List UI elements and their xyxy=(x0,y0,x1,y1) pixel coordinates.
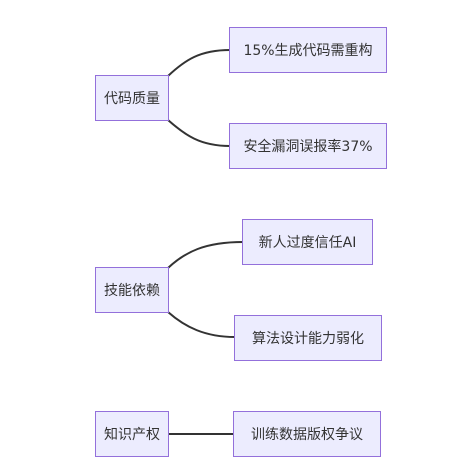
edge-skill-dependency-to-algorithm xyxy=(167,311,236,338)
child-node-algorithm: 算法设计能力弱化 xyxy=(234,315,382,361)
child-node-false-positive: 安全漏洞误报率37% xyxy=(229,123,387,169)
child-node-refactor: 15%生成代码需重构 xyxy=(229,27,387,73)
child-node-overtrust: 新人过度信任AI xyxy=(242,219,373,265)
edge-skill-dependency-to-overtrust xyxy=(167,241,244,269)
root-node-skill-dependency: 技能依赖 xyxy=(95,267,169,313)
edge-code-quality-to-false-positive xyxy=(167,119,231,147)
root-node-code-quality: 代码质量 xyxy=(95,75,169,121)
root-node-ip: 知识产权 xyxy=(95,411,169,457)
child-node-copyright: 训练数据版权争议 xyxy=(233,411,381,457)
edge-code-quality-to-refactor xyxy=(167,49,231,77)
